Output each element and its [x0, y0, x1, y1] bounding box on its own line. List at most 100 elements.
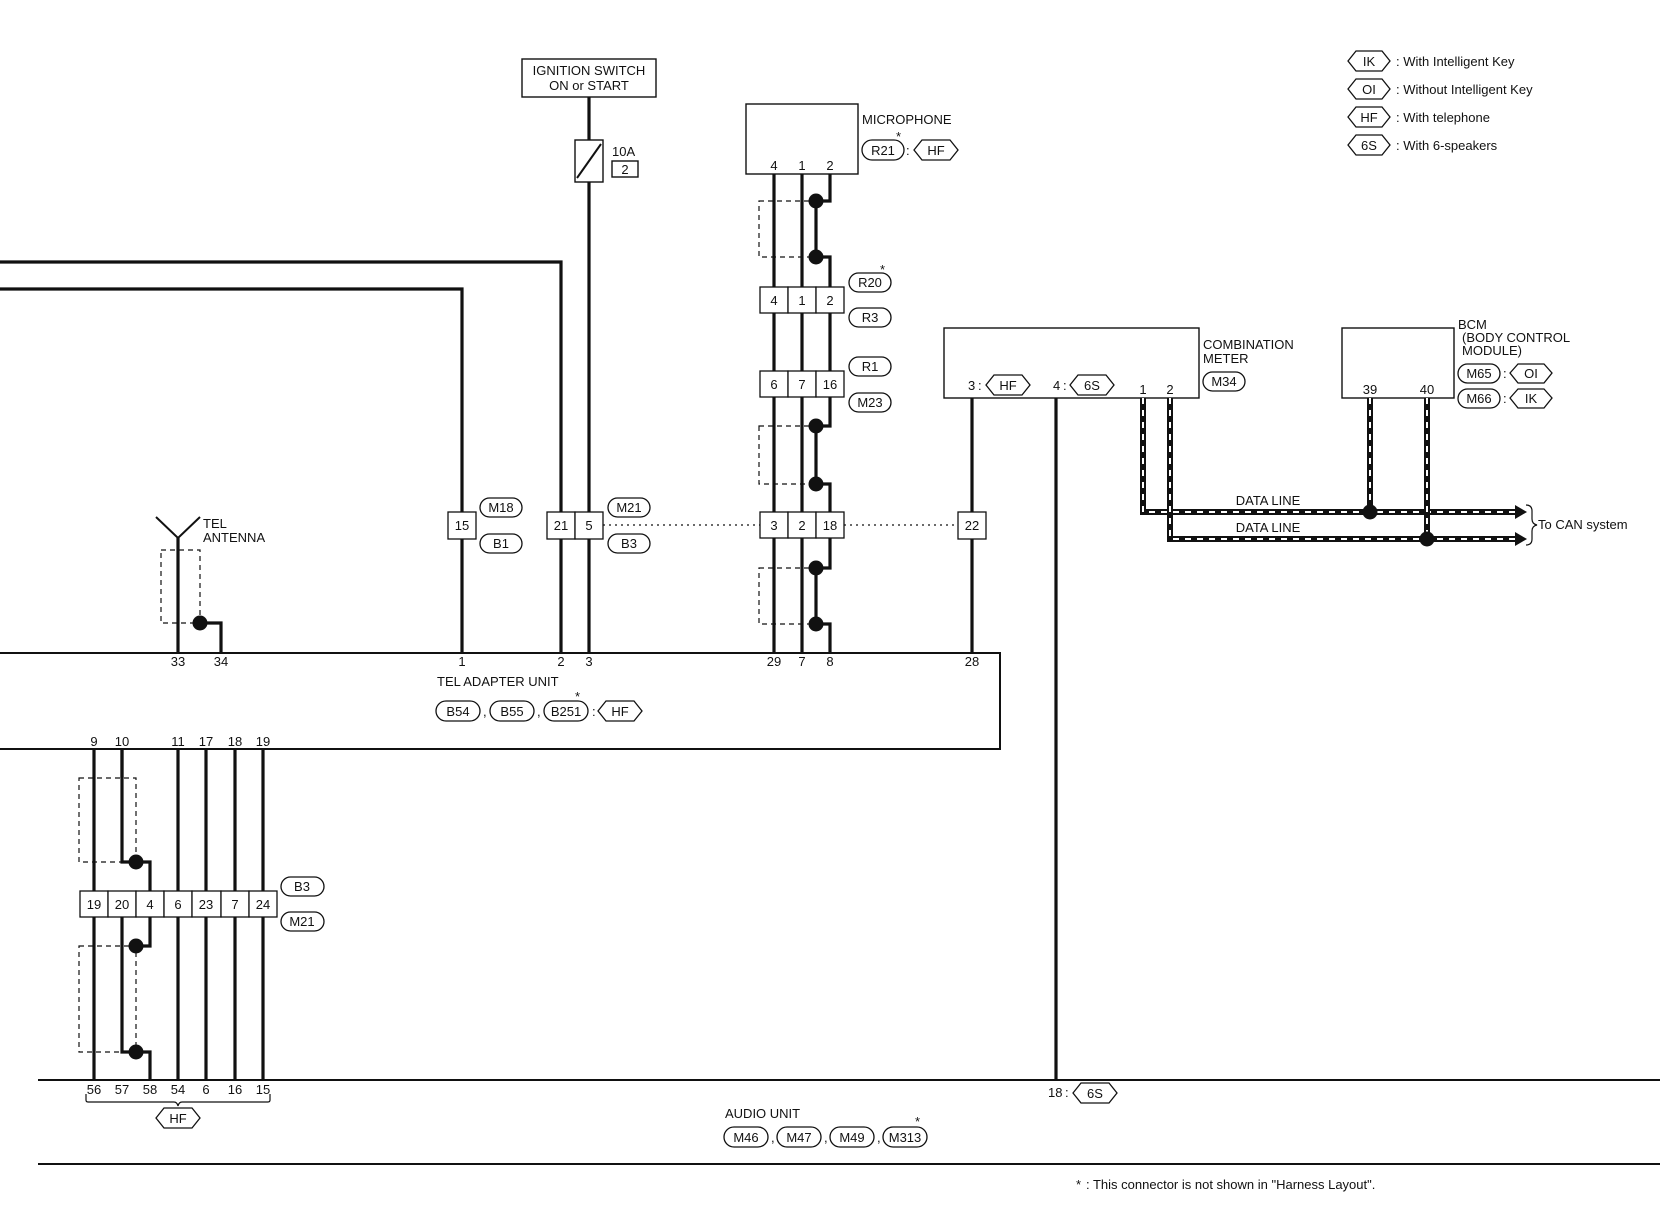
- left-wires: [0, 260, 563, 512]
- audio-pin-57: 57: [115, 1082, 129, 1097]
- data-lines: DATA LINE DATA LINE To CAN system: [1140, 398, 1628, 547]
- conn-b54: B54: [446, 704, 469, 719]
- audio-unit: 56 57 58 54 6 16 15 HF 18 : 6S AUDIO UNI…: [38, 1079, 1660, 1165]
- audio-star: *: [915, 1114, 920, 1129]
- conn-b55: B55: [500, 704, 523, 719]
- fuse-rating: 10A: [612, 144, 635, 159]
- connector-mid: 3 2 18: [759, 511, 845, 539]
- r20-pin-2: 2: [826, 293, 833, 308]
- tel-bpin-19: 19: [256, 734, 270, 749]
- bcm-label-3: MODULE): [1462, 343, 1522, 358]
- tel-pin-1: 1: [458, 654, 465, 669]
- mic-wiring-bottom: [758, 538, 832, 653]
- mic-star: *: [896, 129, 901, 144]
- m21-pin-21: 21: [554, 518, 568, 533]
- legend-item-hf: HF : With telephone: [1347, 106, 1490, 128]
- conn-r3: R3: [862, 310, 879, 325]
- legend: IK : With Intelligent Key OI : Without I…: [1347, 50, 1533, 156]
- mic-colon: :: [906, 143, 910, 158]
- connector-r1-m23: 6 7 16 R1 M23: [759, 356, 892, 413]
- tel-pin-28: 28: [965, 654, 979, 669]
- combo-label-2: METER: [1203, 351, 1249, 366]
- bcm-label-2: (BODY CONTROL: [1462, 330, 1570, 345]
- footnote: * : This connector is not shown in "Harn…: [1076, 1177, 1375, 1192]
- conn-m49: M49: [839, 1130, 864, 1145]
- low-pin-20: 20: [115, 897, 129, 912]
- legend-tag-ik: IK: [1363, 54, 1376, 69]
- legend-text-hf: : With telephone: [1396, 110, 1490, 125]
- footnote-star: *: [1076, 1177, 1081, 1192]
- legend-tag-oi: OI: [1362, 82, 1376, 97]
- legend-item-oi: OI : Without Intelligent Key: [1347, 78, 1533, 100]
- tel-sep: ,: [537, 704, 541, 719]
- conn-m65: M65: [1466, 366, 1491, 381]
- r1-pin-16: 16: [823, 377, 837, 392]
- mic-wiring-upper: [758, 174, 832, 287]
- r1-pin-7: 7: [798, 377, 805, 392]
- audio-sep: ,: [877, 1130, 881, 1145]
- low-pin-6: 6: [174, 897, 181, 912]
- tel-bpin-18: 18: [228, 734, 242, 749]
- audio-tag-6s: 6S: [1087, 1086, 1103, 1101]
- tel-pin-8: 8: [826, 654, 833, 669]
- audio-pin-15: 15: [256, 1082, 270, 1097]
- combo-colon: :: [978, 378, 982, 393]
- connector-r20-r3: 4 1 2 R20 * R3: [759, 262, 892, 328]
- mic-pin-2: 2: [826, 158, 833, 173]
- r20-pin-4: 4: [770, 293, 777, 308]
- shield-node: [808, 418, 824, 434]
- shield-node: [128, 854, 144, 870]
- ignition-label-2: ON or START: [549, 78, 629, 93]
- conn-m47: M47: [786, 1130, 811, 1145]
- conn-m21-lower: M21: [289, 914, 314, 929]
- combo-pin-4: 4: [1053, 378, 1060, 393]
- r20-pin-1: 1: [798, 293, 805, 308]
- conn-m66: M66: [1466, 391, 1491, 406]
- shield-node: [128, 1044, 144, 1060]
- combination-meter: COMBINATION METER M34 3 : HF 4 : 6S 1 2: [943, 327, 1294, 399]
- conn-m46: M46: [733, 1130, 758, 1145]
- connector-m18-b1: 15 M18 B1: [447, 497, 523, 554]
- bcm-tag-oi: OI: [1524, 366, 1538, 381]
- tel-star: *: [575, 689, 580, 704]
- audio-sep: ,: [771, 1130, 775, 1145]
- legend-tag-6s: 6S: [1361, 138, 1377, 153]
- microphone: MICROPHONE 4 1 2 R21 * : HF: [745, 103, 959, 175]
- m18-pin-15: 15: [455, 518, 469, 533]
- antenna-label-2: ANTENNA: [203, 530, 265, 545]
- audio-pin-58: 58: [143, 1082, 157, 1097]
- bcm-pin-40: 40: [1420, 382, 1434, 397]
- conn-b251: B251: [551, 704, 581, 719]
- mic-pin-1: 1: [798, 158, 805, 173]
- tel-tag: HF: [611, 704, 628, 719]
- shield-node: [808, 193, 824, 209]
- connector-m21-b3: 21 5 M21 B3: [546, 497, 651, 554]
- m21-pin-5: 5: [585, 518, 592, 533]
- audio-unit-label: AUDIO UNIT: [725, 1106, 800, 1121]
- legend-text-ik: : With Intelligent Key: [1396, 54, 1515, 69]
- tel-bpin-17: 17: [199, 734, 213, 749]
- legend-item-6s: 6S : With 6-speakers: [1347, 134, 1498, 156]
- mic-conn: R21: [871, 143, 895, 158]
- mid-pin-2: 2: [798, 518, 805, 533]
- conn-r1: R1: [862, 359, 879, 374]
- combo-label-1: COMBINATION: [1203, 337, 1294, 352]
- tel-pin-29: 29: [767, 654, 781, 669]
- tel-pin-2: 2: [557, 654, 564, 669]
- mid-pin-3: 3: [770, 518, 777, 533]
- fuse-10a: 10A 2: [574, 139, 639, 183]
- audio-pin-18: 18: [1048, 1085, 1062, 1100]
- combo-colon: :: [1063, 378, 1067, 393]
- conn-b3-lower: B3: [294, 879, 310, 894]
- combo-pin-1: 1: [1139, 382, 1146, 397]
- data-line-label-1: DATA LINE: [1236, 493, 1301, 508]
- tel-bpin-9: 9: [90, 734, 97, 749]
- legend-tag-hf: HF: [1360, 110, 1377, 125]
- audio-pin-6: 6: [202, 1082, 209, 1097]
- footnote-text: : This connector is not shown in "Harnes…: [1086, 1177, 1375, 1192]
- connector-b3-m21-lower: 19 20 4 6 23 7 24 B3 M21: [79, 876, 325, 932]
- conn-m34: M34: [1211, 374, 1236, 389]
- ignition-switch: IGNITION SWITCH ON or START: [521, 58, 657, 98]
- audio-pin-54: 54: [171, 1082, 185, 1097]
